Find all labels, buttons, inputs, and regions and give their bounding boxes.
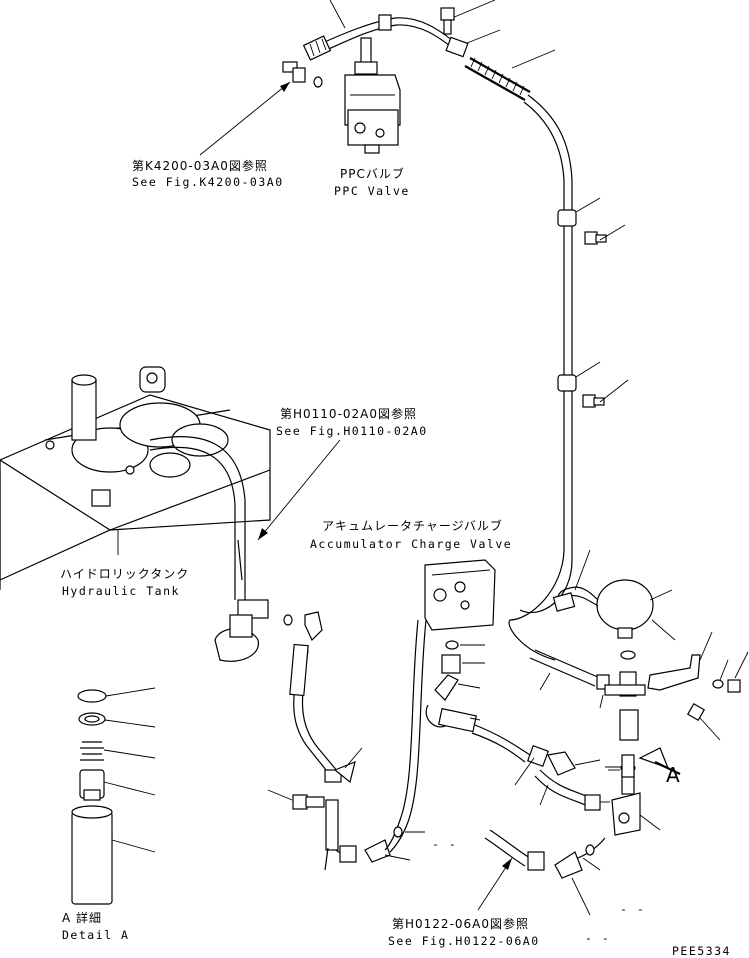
- leader: [719, 659, 729, 681]
- arrow: [258, 528, 268, 540]
- ppc-label-en: PPC Valve: [334, 184, 410, 198]
- dash-3: - -: [585, 931, 610, 945]
- plug: [686, 702, 706, 722]
- leader: [582, 857, 601, 871]
- leader: [539, 672, 551, 691]
- ref-h0110-jp: 第H0110-02A0図参照: [280, 406, 417, 421]
- leader: [574, 549, 591, 591]
- lower-left-hose: [324, 799, 391, 871]
- leader: [461, 29, 501, 46]
- leader: [734, 651, 749, 679]
- leader: [199, 81, 291, 156]
- clamp-2: [557, 374, 605, 408]
- leader: [651, 619, 676, 641]
- leader: [457, 683, 481, 689]
- view-a-label: A: [666, 763, 680, 787]
- leader: [104, 719, 156, 728]
- drawing-number: PEE5334: [672, 944, 731, 958]
- right-hose: [508, 101, 565, 661]
- elbow: [554, 851, 583, 879]
- leader: [111, 839, 156, 853]
- o-ring: [393, 826, 403, 838]
- clamp-1: [557, 209, 607, 245]
- dash-2: - -: [620, 902, 645, 916]
- valve-hose: [389, 619, 427, 853]
- detail-a-en: Detail A: [62, 928, 129, 942]
- ref-h0110-en: See Fig.H0110-02A0: [276, 424, 428, 438]
- leader: [105, 687, 156, 697]
- valve-hose: [384, 619, 419, 851]
- accumulator: [552, 579, 654, 639]
- leader: [103, 781, 156, 796]
- bolt-top: [440, 7, 455, 35]
- fitting: [584, 794, 601, 811]
- right-hose: [519, 94, 573, 614]
- acc-label-jp: アキュムレータチャージバルブ: [322, 518, 503, 533]
- mid-tee: [526, 744, 576, 776]
- acc-label-en: Accumulator Charge Valve: [310, 537, 512, 551]
- ppc-hose: [302, 14, 459, 61]
- view-a-arrow: [638, 747, 670, 770]
- leader: [344, 747, 363, 769]
- tank-label-jp: ハイドロリックタンク: [60, 567, 189, 581]
- right-lower-hose: [529, 649, 646, 741]
- leader: [574, 759, 601, 766]
- arrow: [280, 82, 290, 92]
- mid-hose: [471, 732, 526, 763]
- ref-k4200-en: See Fig.K4200-03A0: [132, 175, 284, 189]
- leader: [511, 49, 556, 69]
- tank-pipe: [149, 436, 323, 662]
- bracket: [647, 654, 741, 693]
- bolt-mid: [292, 794, 325, 810]
- leader: [329, 0, 346, 29]
- leader: [699, 631, 713, 661]
- mid-hose: [474, 724, 531, 756]
- leader: [267, 789, 293, 801]
- bottom-left-hose: [484, 829, 545, 871]
- spiral-guard: [464, 57, 531, 101]
- leader: [599, 694, 604, 709]
- leader: [699, 717, 721, 741]
- tank-return-hose: [289, 643, 356, 784]
- leader: [469, 717, 481, 721]
- arrow: [502, 858, 512, 870]
- lower-hose: [534, 775, 593, 809]
- ppc-label-jp: PPCバルブ: [340, 166, 405, 181]
- leader: [257, 439, 341, 541]
- accumulator-charge-valve: [424, 559, 496, 631]
- leader: [384, 854, 411, 861]
- clamp: [445, 36, 469, 58]
- ppc-valve: [344, 37, 401, 154]
- leader: [539, 784, 549, 806]
- detail-a-jp: A 詳細: [62, 910, 102, 925]
- ref-h0122-jp: 第H0122-06A0図参照: [392, 916, 529, 931]
- detail-a: [71, 689, 113, 905]
- check-fitting: [605, 754, 635, 778]
- leader: [649, 589, 673, 601]
- dash-1: - -: [432, 837, 457, 851]
- ppc-elbow-fitting: [282, 61, 323, 88]
- valve-fittings: [425, 640, 477, 733]
- leader: [639, 814, 661, 831]
- leader: [103, 749, 156, 759]
- ref-h0122-en: See Fig.H0122-06A0: [388, 934, 540, 948]
- view-a-arrow: [654, 761, 681, 775]
- leader: [451, 0, 496, 19]
- tank-label-en: Hydraulic Tank: [62, 584, 180, 598]
- ref-k4200-jp: 第K4200-03A0図参照: [132, 158, 268, 173]
- leader: [514, 757, 535, 786]
- o-ring: [585, 844, 595, 856]
- leader: [571, 877, 591, 916]
